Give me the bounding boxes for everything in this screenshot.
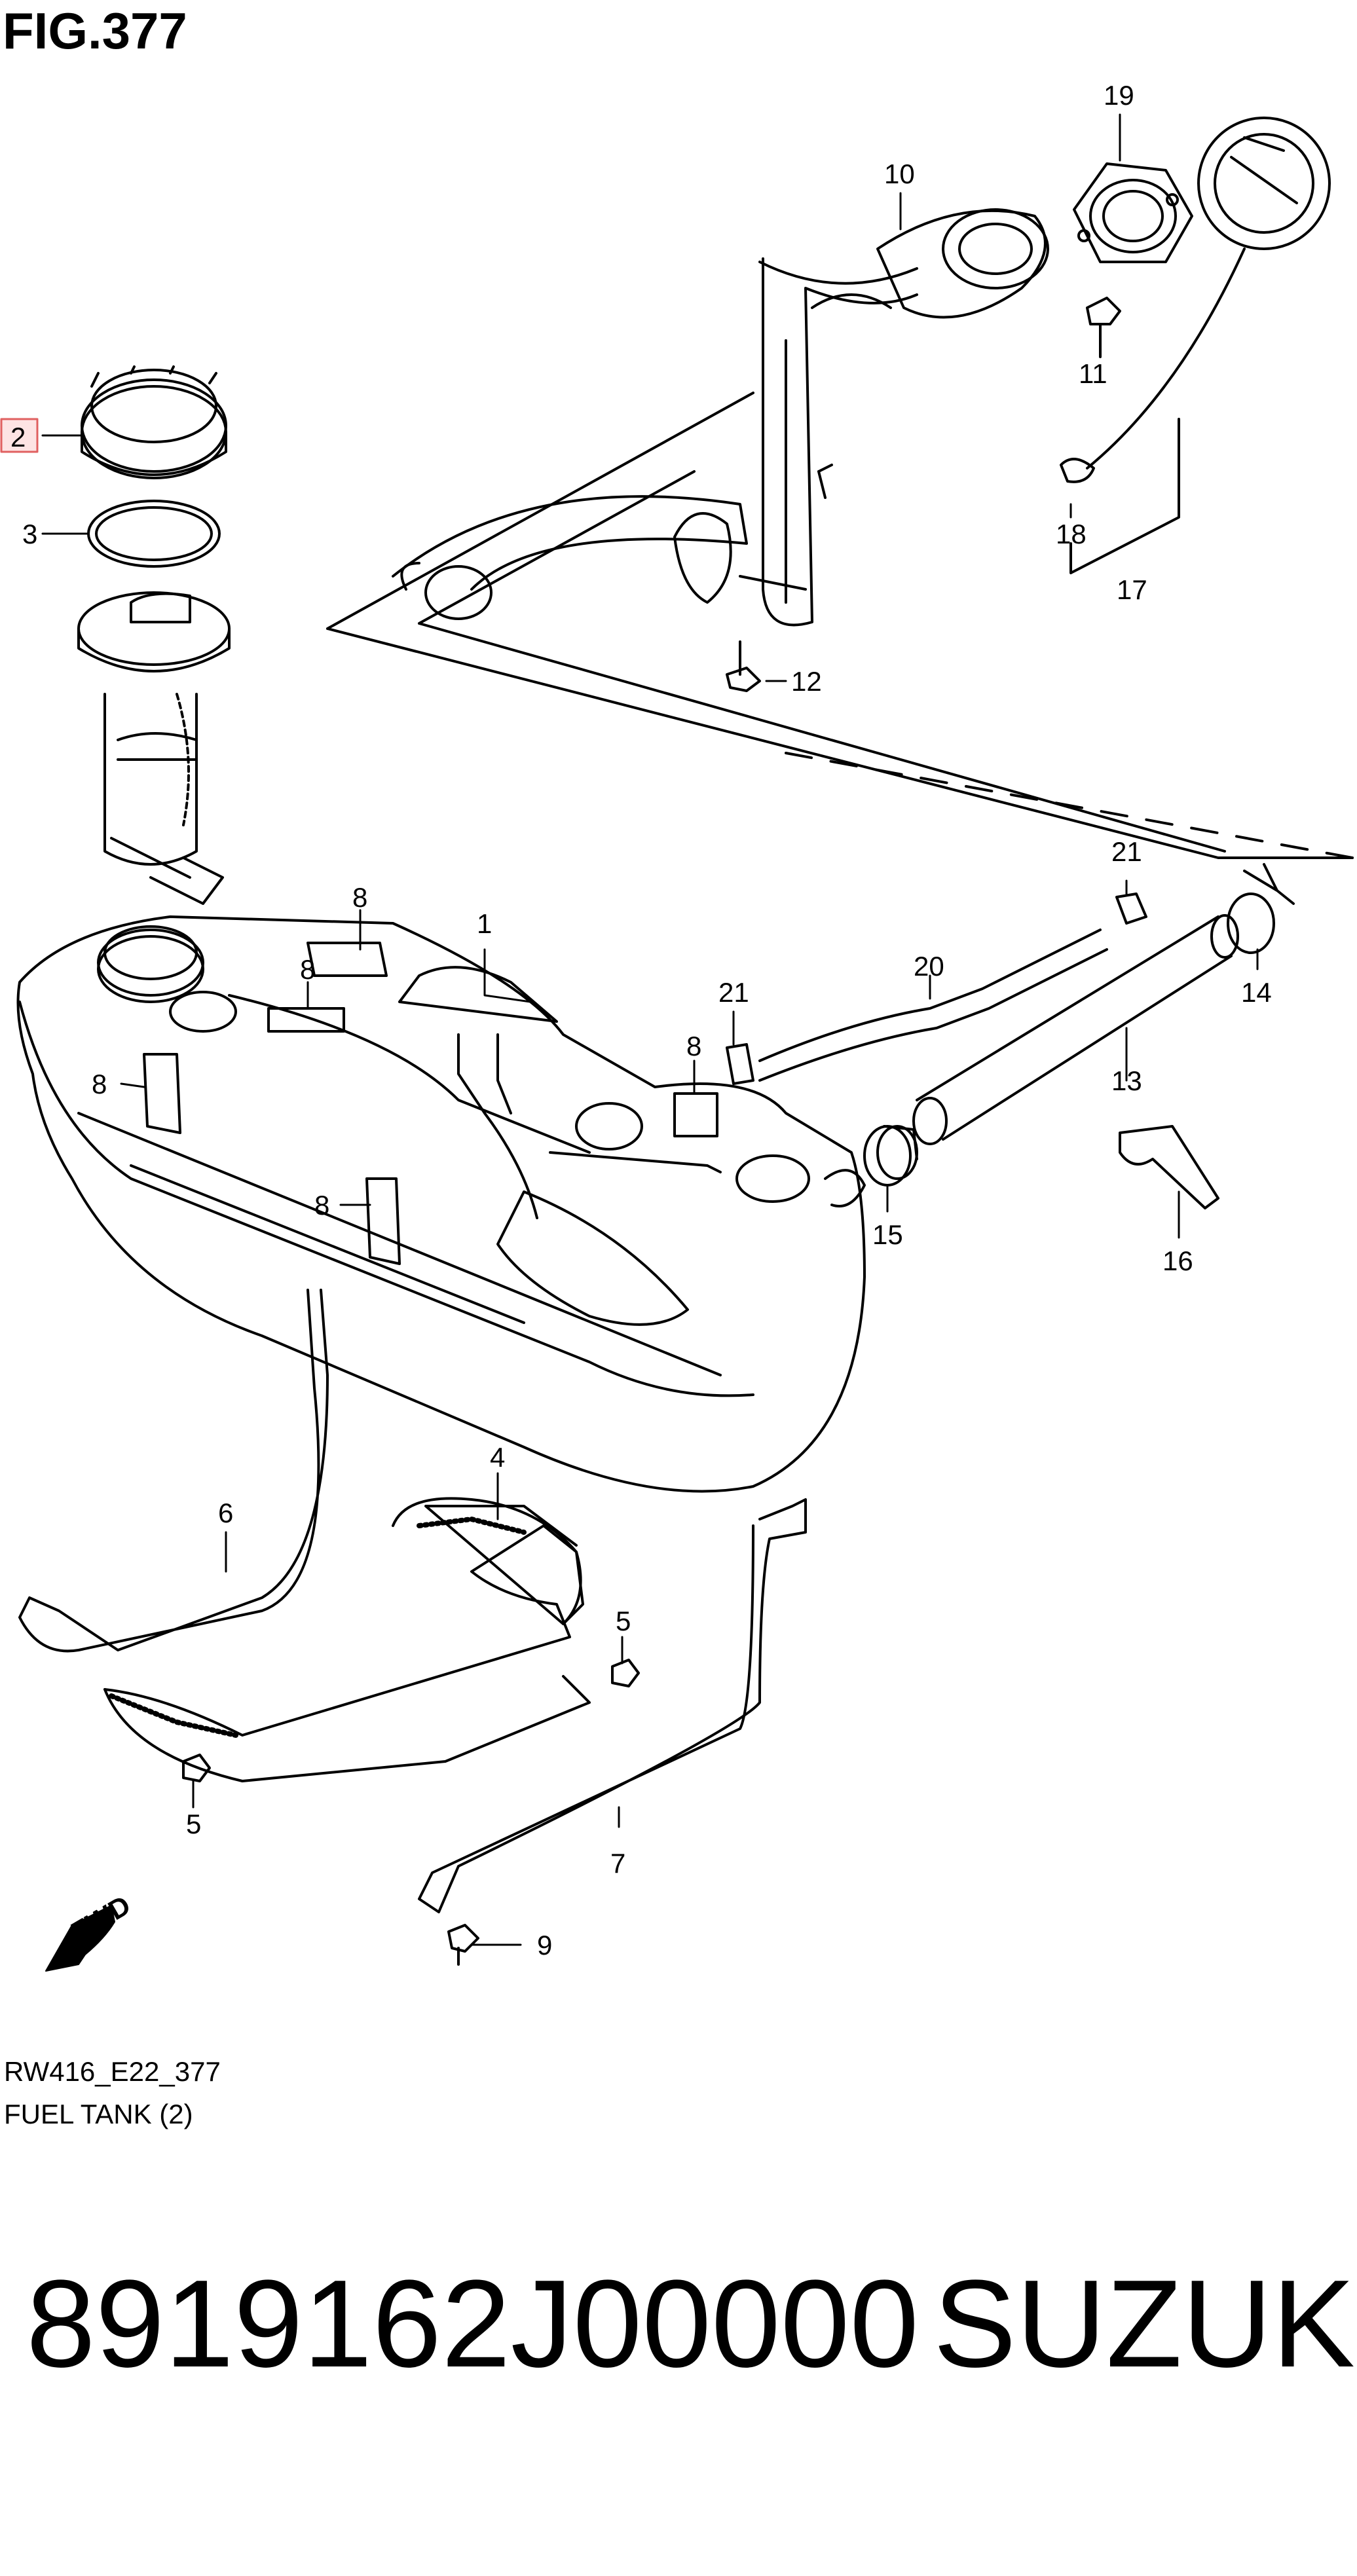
drawing-code: RW416_E22_377 [4, 2056, 221, 2087]
label-sticker-4 [143, 1053, 181, 1134]
leader-lines [41, 113, 1259, 1946]
callout-5-b: 5 [186, 1809, 201, 1839]
callout-7: 7 [610, 1848, 625, 1879]
tank-strap-7 [418, 1498, 807, 1913]
breather-hose [758, 929, 1108, 1082]
clip-21-b [1115, 892, 1147, 925]
filler-bracket [1073, 162, 1193, 263]
callout-21-a: 21 [718, 977, 749, 1008]
fuel-tank-exploded-diagram: FWD [0, 80, 1354, 1972]
callout-19: 19 [1104, 80, 1134, 111]
callout-11: 11 [1079, 358, 1107, 389]
callout-3: 3 [22, 519, 37, 549]
clip-21-a [726, 1043, 754, 1085]
label-sticker-2 [267, 1007, 345, 1033]
callout-labels: 1 2 3 4 5 5 6 7 8 8 8 8 8 9 10 11 12 13 … [10, 80, 1272, 1960]
part-number: 8919162J00000 [26, 2254, 920, 2393]
bolt-11 [1086, 297, 1121, 358]
filler-neck-frame [326, 392, 1354, 859]
filler-frame-back [785, 752, 1354, 859]
callout-18: 18 [1056, 519, 1087, 549]
callout-20: 20 [914, 951, 944, 982]
nut-5-b [182, 1754, 211, 1782]
callout-15: 15 [872, 1219, 903, 1250]
callout-8-c: 8 [92, 1069, 107, 1099]
label-sticker-3 [673, 1092, 718, 1137]
filler-neck-pipe [392, 208, 1049, 627]
tank-strap-6 [18, 1289, 329, 1653]
callout-4: 4 [490, 1442, 505, 1473]
callout-8-d: 8 [686, 1031, 701, 1061]
callout-8-a: 8 [352, 882, 367, 913]
hose-clamp-15 [863, 1125, 918, 1187]
parts-diagram-sheet: FIG.377 [0, 2, 1354, 2129]
callout-16: 16 [1162, 1245, 1193, 1276]
part-number-banner: 8919162J00000 SUZUKI [0, 2253, 1357, 2449]
label-sticker-5 [365, 1177, 401, 1265]
fuel-tank [16, 915, 866, 1493]
callout-12: 12 [791, 666, 822, 697]
callout-2: 2 [10, 422, 26, 452]
callout-6: 6 [218, 1498, 233, 1528]
callout-1: 1 [477, 908, 492, 939]
callout-5-a: 5 [616, 1606, 631, 1636]
callout-8-b: 8 [300, 954, 315, 985]
fwd-arrow-icon: FWD [45, 1889, 136, 1972]
bolt-12 [726, 640, 761, 692]
callout-9: 9 [537, 1930, 552, 1960]
fuel-cap [1060, 117, 1331, 574]
figure-title: FIG.377 [3, 2, 187, 60]
callout-2-highlight [0, 418, 39, 453]
callout-10: 10 [884, 158, 915, 189]
heat-protector [103, 1497, 591, 1782]
callout-14: 14 [1241, 977, 1272, 1008]
fuel-pump-module [77, 591, 231, 905]
hose-protector [1119, 1125, 1219, 1209]
gasket-inner [95, 506, 213, 561]
callout-17: 17 [1117, 574, 1147, 605]
nut-5-a [611, 1659, 640, 1687]
gasket [87, 500, 221, 568]
hose-clamp-14 [1227, 863, 1295, 954]
filler-hose [912, 914, 1239, 1145]
brand-name: SUZUKI [933, 2254, 1357, 2393]
lock-ring [81, 365, 227, 479]
callout-21-b: 21 [1111, 836, 1142, 867]
callout-13: 13 [1111, 1065, 1142, 1096]
callout-8-e: 8 [314, 1190, 329, 1221]
label-sticker-1 [307, 942, 388, 977]
drawing-caption: FUEL TANK (2) [4, 2099, 193, 2129]
